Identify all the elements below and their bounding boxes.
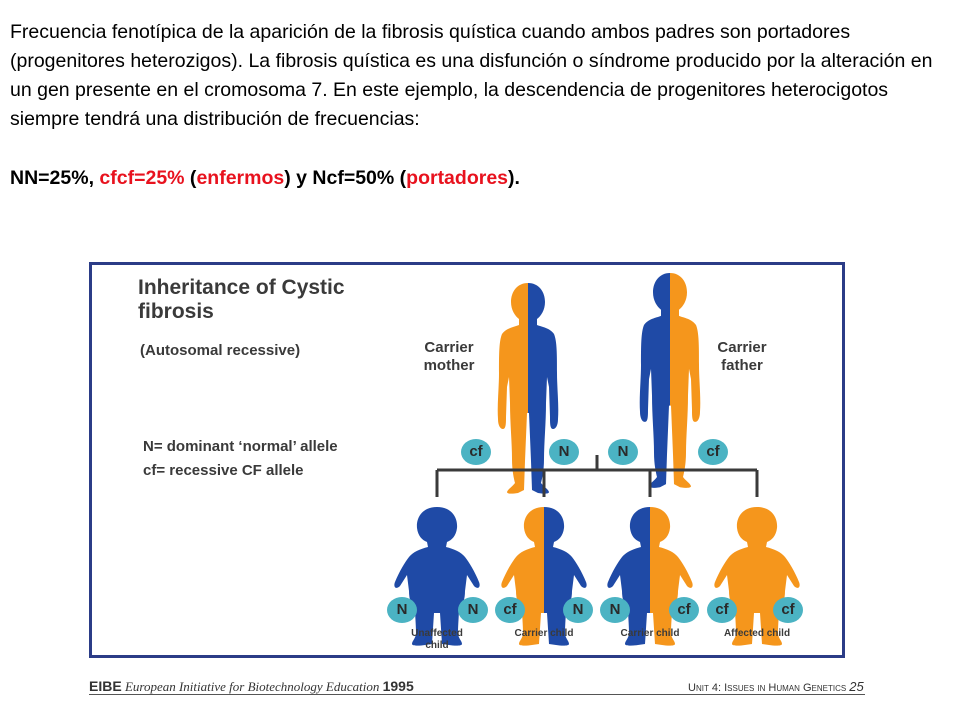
- allele-disc: N: [608, 439, 638, 465]
- summary-nn: NN=25%,: [10, 167, 100, 189]
- allele-disc: cf: [495, 597, 525, 623]
- summary-affected-word: enfermos: [196, 167, 285, 189]
- footer-year: 1995: [382, 678, 414, 694]
- carrier-father-label: Carrier father: [717, 339, 767, 374]
- allele-disc: N: [563, 597, 593, 623]
- carrier-mother-figure: [497, 283, 559, 494]
- allele-disc: cf: [698, 439, 728, 465]
- summary-ncf: ) y Ncf=50% (: [284, 167, 407, 189]
- allele-disc: cf: [669, 597, 699, 623]
- affected-child-figure: [714, 507, 800, 646]
- figure-subtitle: (Autosomal recessive): [140, 342, 301, 359]
- unaffected-child-figure: [394, 507, 480, 646]
- intro-paragraph: Frecuencia fenotípica de la aparición de…: [10, 21, 933, 130]
- footer-credit: EIBE European Initiative for Biotechnolo…: [89, 678, 414, 695]
- allele-disc: N: [387, 597, 417, 623]
- legend-cf-allele: cf= recessive CF allele: [143, 462, 304, 479]
- footer-org: European Initiative for Biotechnology Ed…: [121, 679, 383, 694]
- footer-brand: EIBE: [89, 678, 122, 694]
- figure-title: Inheritance of Cystic fibrosis: [138, 276, 345, 323]
- carrier-child-label-2: Carrier child: [620, 628, 680, 639]
- footer-unit-title: Unit 4: Issues in Human Genetics: [688, 682, 847, 694]
- allele-disc: cf: [707, 597, 737, 623]
- allele-disc: cf: [773, 597, 803, 623]
- carrier-child-figure-1: [501, 507, 587, 646]
- unaffected-child-label: Unaffected child: [411, 628, 463, 651]
- legend-normal-allele: N= dominant ‘normal’ allele: [143, 438, 338, 455]
- footer-unit: Unit 4: Issues in Human Genetics 25: [688, 679, 864, 694]
- frequency-summary: NN=25%, cfcf=25% (enfermos) y Ncf=50% (p…: [10, 164, 940, 193]
- summary-carriers-word: portadores: [406, 167, 509, 189]
- allele-disc: N: [600, 597, 630, 623]
- summary-sep1: (: [184, 167, 197, 189]
- carrier-child-figure-2: [607, 507, 693, 646]
- carrier-child-label-1: Carrier child: [514, 628, 574, 639]
- allele-disc: N: [549, 439, 579, 465]
- summary-end: ).: [508, 167, 520, 189]
- carrier-father-figure: [639, 273, 701, 488]
- carrier-mother-label: Carrier mother: [423, 339, 475, 374]
- footer-divider: [89, 694, 865, 695]
- allele-disc: N: [458, 597, 488, 623]
- allele-disc: cf: [461, 439, 491, 465]
- family-tree-lines: [435, 455, 759, 497]
- footer-page-number: 25: [849, 679, 864, 694]
- summary-cfcf: cfcf=25%: [99, 167, 185, 189]
- affected-child-label: Affected child: [723, 628, 791, 639]
